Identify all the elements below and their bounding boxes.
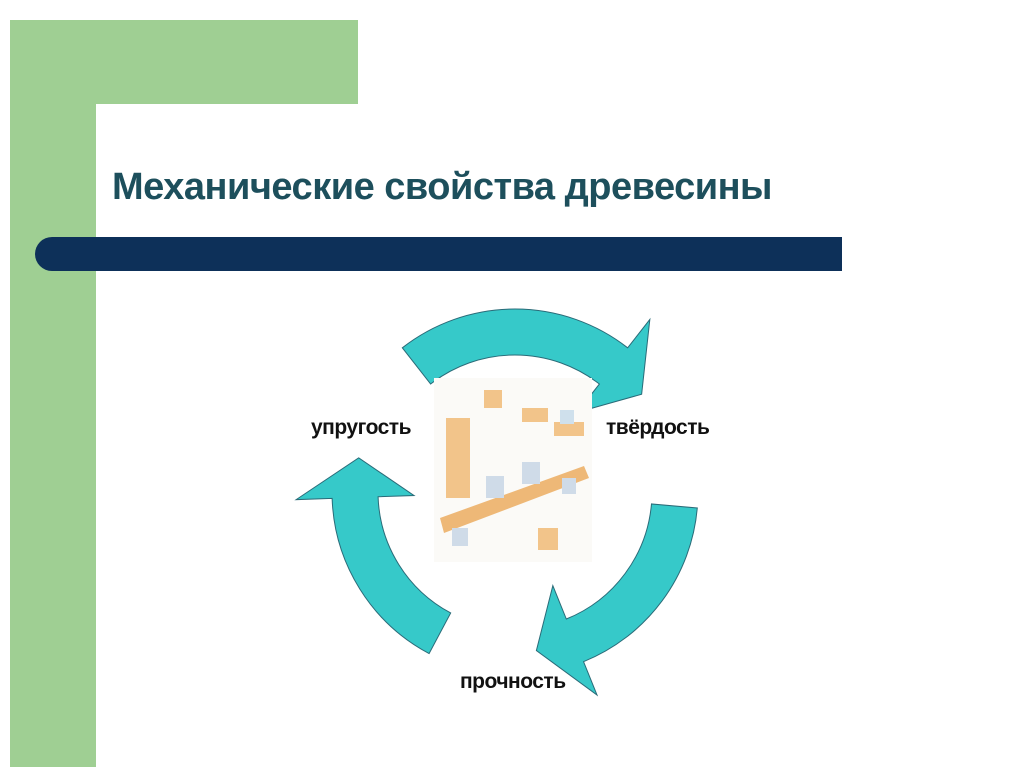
slide-title: Механические свойства древесины [112, 166, 772, 208]
specimen-cube [484, 390, 502, 408]
cycle-diagram [294, 308, 698, 697]
load-block [522, 462, 540, 484]
wood-testing-illustration [434, 378, 592, 562]
support [562, 478, 576, 494]
specimen-column [446, 418, 470, 498]
label-strength: прочность [460, 670, 566, 693]
label-hardness: твёрдость [606, 416, 710, 439]
load-block [486, 476, 504, 498]
curved-arrow-top-icon [401, 308, 651, 414]
label-elasticity: упругость [311, 416, 412, 439]
beam [440, 466, 589, 533]
press-block [560, 410, 574, 424]
curved-arrow-right-icon [535, 503, 698, 697]
specimen-cube [538, 528, 558, 550]
specimen-block [522, 408, 548, 422]
support [452, 528, 468, 546]
decor-green-left [10, 20, 96, 767]
curved-arrow-left-icon [294, 457, 452, 655]
specimen-block [554, 422, 584, 436]
title-underline-bar [35, 237, 842, 271]
decor-green-top [10, 20, 358, 104]
